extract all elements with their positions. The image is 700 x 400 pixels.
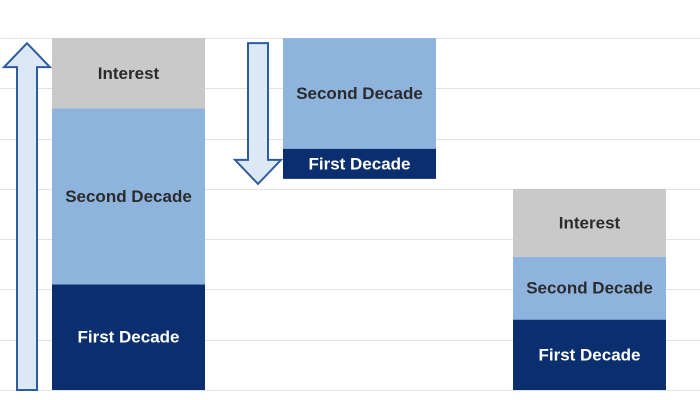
bar-1-segment-first-decade — [52, 284, 205, 390]
bar-1-label-first-decade: First Decade — [77, 328, 179, 347]
down-arrow — [232, 42, 284, 186]
bar-1-label-second-decade: Second Decade — [65, 187, 192, 206]
bars — [52, 38, 666, 390]
bar-1-segment-second-decade — [52, 108, 205, 285]
bar-3-label-second-decade: Second Decade — [526, 279, 653, 298]
bar-3-label-first-decade: First Decade — [538, 345, 640, 364]
bar-1-segment-interest — [52, 38, 205, 109]
bar-2-label-first-decade: First Decade — [308, 154, 410, 173]
up-arrow — [1, 41, 53, 391]
arrows — [1, 41, 284, 391]
bar-3-segment-first-decade — [513, 319, 666, 390]
bar-3-label-interest: Interest — [559, 213, 621, 232]
bar-3-segment-interest — [513, 188, 666, 257]
bar-3-segment-second-decade — [513, 256, 666, 320]
bar-1-label-interest: Interest — [98, 64, 160, 83]
bar-2-label-second-decade: Second Decade — [296, 84, 423, 103]
bar-2-segment-second-decade — [283, 38, 436, 149]
bar-2-segment-first-decade — [283, 148, 436, 179]
